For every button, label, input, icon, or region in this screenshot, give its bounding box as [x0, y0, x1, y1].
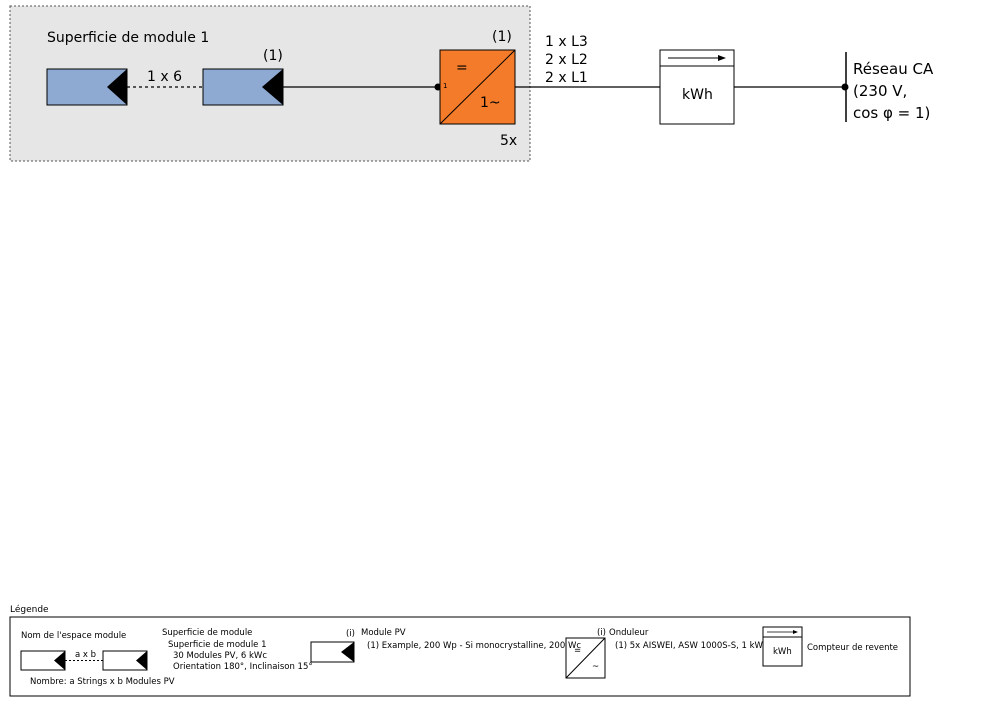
grid-junction-dot — [841, 83, 849, 91]
legend-inverter-desc: (1) 5x AISWEI, ASW 1000S-S, 1 kW — [615, 641, 763, 651]
inverter-symbol — [439, 49, 516, 125]
legend-inverter-ac-symbol: ~ — [592, 662, 600, 672]
legend-frame — [9, 616, 911, 697]
grid-label-line-3: cos φ = 1) — [853, 104, 931, 122]
legend-title: Légende — [10, 605, 49, 615]
phase-line-3: 2 x L1 — [545, 70, 588, 86]
inverter-dc-symbol: = — [456, 60, 468, 76]
legend-meter-title: Compteur de revente — [807, 643, 899, 653]
legend-meter-symbol — [762, 626, 803, 667]
legend-inverter-ref: (i) — [597, 628, 606, 638]
legend-pv-title: Module PV — [361, 628, 406, 638]
legend-inverter-symbol — [565, 637, 606, 679]
meter-symbol — [659, 49, 735, 125]
string-count-label: 1 x 6 — [147, 69, 182, 85]
module-ref-label: (1) — [263, 48, 283, 64]
meter-label: kWh — [682, 87, 713, 103]
module-area-label: Superficie de module 1 — [47, 30, 210, 46]
inverter-input-index: 1 — [443, 82, 448, 90]
pv-module-2 — [202, 68, 284, 106]
legend-meter-symbol-label: kWh — [773, 647, 792, 657]
legend-area-line-1: Superficie de module 1 — [168, 640, 267, 650]
grid-label: Réseau CA (230 V, cos φ = 1) — [853, 58, 933, 124]
legend-area-name-title: Nom de l'espace module — [21, 631, 127, 641]
legend-area-name-note: Nombre: a Strings x b Modules PV — [30, 677, 175, 687]
legend-inverter-dc-symbol: = — [574, 646, 582, 656]
inverter-ac-symbol: 1~ — [480, 95, 501, 111]
inverter-count-label: 5x — [500, 133, 518, 149]
pv-module-1 — [46, 68, 128, 106]
legend-inverter-title: Onduleur — [609, 628, 649, 638]
inverter-ref-label: (1) — [492, 29, 512, 45]
legend-area-name-symbol — [20, 650, 148, 671]
legend-pv-desc: (1) Example, 200 Wp - Si monocrystalline… — [367, 641, 582, 651]
grid-label-line-1: Réseau CA — [853, 60, 934, 78]
legend-area-title: Superficie de module — [162, 628, 253, 638]
legend-area-name-string: a x b — [75, 650, 97, 660]
grid-label-line-2: (230 V, — [853, 82, 908, 100]
phase-line-2: 2 x L2 — [545, 52, 588, 68]
legend-area-line-3: Orientation 180°, Inclinaison 15° — [173, 662, 313, 672]
legend-area-line-2: 30 Modules PV, 6 kWc — [173, 651, 268, 661]
legend-area-details: Superficie de module 1 30 Modules PV, 6 … — [168, 640, 313, 673]
phase-line-1: 1 x L3 — [545, 34, 588, 50]
phase-lines: 1 x L3 2 x L2 2 x L1 — [545, 33, 588, 87]
legend-pv-symbol — [310, 641, 355, 663]
legend-pv-ref: (i) — [346, 629, 355, 639]
